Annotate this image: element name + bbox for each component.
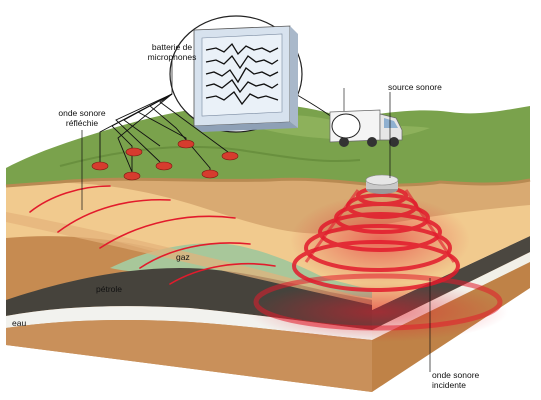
grass-edge: [5, 177, 531, 188]
reflected-waves: [29, 185, 276, 285]
microphone-icon: [91, 139, 239, 181]
label-incident-1: onde sonore: [432, 370, 480, 380]
wave-glow: [248, 282, 508, 342]
water-layer: [6, 306, 372, 340]
incident-wave-cone: [248, 186, 508, 342]
front-band: [6, 212, 372, 305]
wave-ring: [318, 212, 442, 252]
label-mic-array-2: microphones: [148, 52, 197, 62]
label-water: eau: [12, 318, 26, 328]
bedrock-layer: [6, 320, 372, 392]
seismograph-monitor-icon: [169, 15, 303, 133]
truck-magnifier: [331, 113, 361, 139]
reflected-wave-arc: [139, 242, 251, 269]
grass-ridge: [59, 145, 361, 167]
label-source: source sonore: [388, 82, 442, 92]
label-mic-array-1: batterie de: [152, 42, 192, 52]
label-oil: pétrole: [96, 284, 122, 294]
wave-cone-edge: [304, 189, 456, 263]
seismogram-traces: [205, 42, 279, 106]
label-reflected-2: réfléchie: [66, 118, 98, 128]
wave-ring: [292, 240, 460, 292]
labels: batterie de microphones onde sonore réfl…: [12, 42, 480, 390]
reflected-wave-arc: [99, 215, 236, 249]
wave-ring-deep: [253, 273, 503, 331]
reflected-wave-arc: [29, 185, 111, 213]
truck-icon: [329, 88, 403, 147]
wave-ring: [304, 224, 452, 272]
label-gas: gaz: [176, 252, 190, 262]
label-incident-2: incidente: [432, 380, 466, 390]
reflected-wave-arc: [169, 262, 276, 285]
sound-emitter-icon: [365, 174, 399, 194]
mic-cables: [99, 93, 229, 173]
label-reflected-1: onde sonore: [58, 108, 106, 118]
reflected-wave-arc: [57, 198, 171, 233]
microphone-array: [91, 93, 239, 181]
